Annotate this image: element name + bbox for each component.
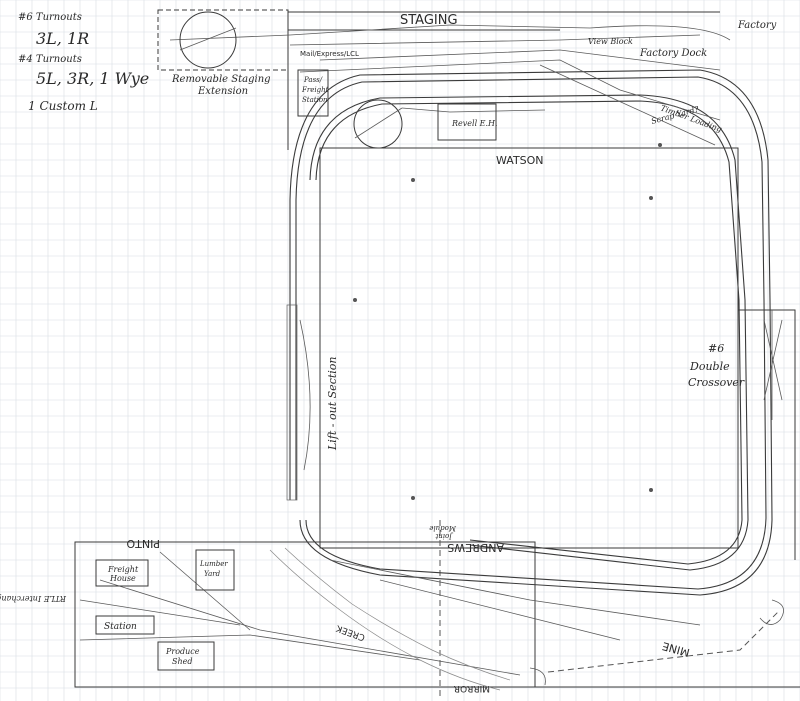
factory-dock-label: Factory Dock (639, 48, 707, 59)
crossover-label-1: Double (689, 360, 730, 373)
enginehouse-label: Revell E.H. (451, 119, 498, 128)
andrews-label: ANDREWS (447, 541, 504, 554)
lumber-yard (195, 549, 235, 591)
view-block-label: View Block (588, 37, 633, 46)
side-note-label: RTLE Interchange (0, 594, 67, 603)
crossover-label-2: Crossover (688, 376, 745, 389)
watson-label: WATSON (496, 154, 544, 167)
turnout-notes: #6 Turnouts 3L, 1R #4 Turnouts 5L, 3R, 1… (18, 12, 149, 113)
removable-staging-box (157, 9, 289, 71)
plan-labels: STAGING Removable Staging Extension Fact… (0, 13, 777, 693)
creek-label: CREEK (334, 622, 366, 642)
freight-house-label-2: House (109, 574, 136, 583)
creek (269, 549, 501, 691)
crossover-num-label: #6 (708, 342, 724, 355)
liftout-siding (286, 304, 298, 501)
lumber-yard-label-2: Yard (204, 570, 221, 578)
freight-house-label-1: Freight (107, 565, 139, 574)
pass-freight-label-3: Station (302, 96, 328, 104)
pass-freight-station (297, 69, 329, 117)
turnouts4-title: #4 Turnouts (18, 54, 82, 65)
custom-turnout: 1 Custom L (28, 99, 98, 113)
double-crossover (763, 310, 783, 420)
extension-label: Extension (197, 86, 248, 97)
pass-freight-label-2: Freight (301, 86, 329, 94)
factory-label: Factory (737, 20, 777, 31)
freight-house (95, 559, 149, 587)
station-building (95, 615, 155, 635)
pass-freight-label-1: Pass/ (303, 76, 323, 84)
produce-shed (157, 641, 215, 671)
mail-express-label: Mail/Express/LCL (300, 50, 359, 58)
turnouts4-count: 5L, 3R, 1 Wye (36, 69, 149, 88)
benchwork (74, 9, 800, 700)
turnouts6-title: #6 Turnouts (18, 12, 82, 23)
pinto-label: PINTO (126, 537, 160, 550)
produce-shed-label-2: Shed (172, 657, 193, 666)
turntable (353, 99, 403, 149)
module-joint-label-1: Module (429, 524, 457, 532)
station-label: Station (104, 622, 137, 632)
produce-shed-label-1: Produce (165, 647, 200, 656)
lumber-yard-label-1: Lumber (199, 560, 228, 568)
removable-staging-label: Removable Staging (171, 74, 271, 85)
watson-module (319, 147, 739, 549)
mainline-track (79, 11, 784, 691)
staging-label: STAGING (400, 13, 458, 28)
mirror-label: MIRROR (454, 683, 490, 693)
module-joint-label-2: Joint (435, 532, 454, 540)
engine-house (437, 103, 497, 141)
liftout-label: Lift - out Section (326, 357, 339, 452)
pinto-module (74, 541, 536, 688)
turnouts6-count: 3L, 1R (36, 29, 89, 48)
